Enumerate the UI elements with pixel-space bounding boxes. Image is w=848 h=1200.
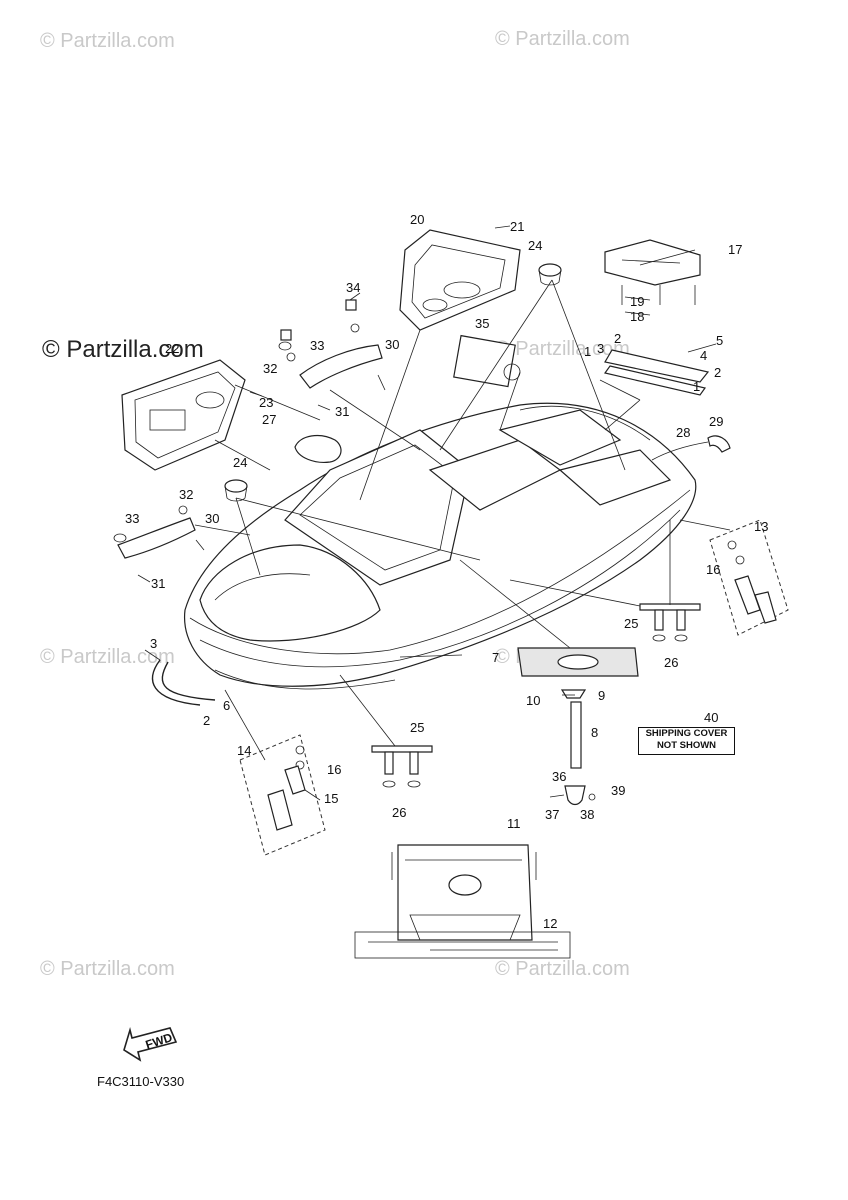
boat-hull	[183, 402, 697, 690]
callout-1: 1	[693, 379, 700, 394]
watermark-large: © Partzilla.com	[42, 336, 204, 363]
callout-5: 5	[716, 333, 723, 348]
callout-26: 26	[392, 805, 406, 820]
watermark: © Partzilla.com	[495, 338, 630, 360]
callout-19: 19	[630, 294, 644, 309]
strap-12	[354, 931, 571, 959]
watermark: © Partzilla.com	[40, 30, 175, 52]
callout-18: 18	[630, 309, 644, 324]
watermark: © Partzilla.com	[495, 28, 630, 50]
callout-3: 3	[150, 636, 157, 651]
callout-39: 39	[611, 783, 625, 798]
callout-15: 15	[324, 791, 338, 806]
fender-25-right	[639, 603, 701, 642]
callout-30: 30	[205, 511, 219, 526]
callout-21: 21	[510, 219, 524, 234]
callout-30: 30	[385, 337, 399, 352]
line-28-29	[651, 435, 731, 461]
storage-box-22	[121, 359, 246, 471]
callout-31: 31	[151, 576, 165, 591]
callout-2: 2	[203, 713, 210, 728]
callout-2: 2	[614, 331, 621, 346]
pole-8	[560, 689, 587, 769]
cable-2-6	[151, 659, 216, 706]
callout-32: 32	[263, 361, 277, 376]
fwd-arrow-icon: FWD	[123, 1026, 178, 1062]
callout-10: 10	[526, 693, 540, 708]
callout-11: 11	[507, 816, 521, 831]
callout-24: 24	[528, 238, 542, 253]
leader-lines	[194, 249, 731, 801]
callout-38: 38	[580, 807, 594, 822]
callout-25: 25	[624, 616, 638, 631]
cup-holder-24-lower	[224, 479, 248, 502]
callout-36: 36	[552, 769, 566, 784]
callout-20: 20	[410, 212, 424, 227]
callout-13: 13	[754, 519, 768, 534]
callout-27: 27	[262, 412, 276, 427]
note-line-2: NOT SHOWN	[656, 740, 717, 751]
callout-23: 23	[259, 395, 273, 410]
fender-25-left	[371, 745, 433, 788]
callout-12: 12	[543, 916, 557, 931]
callout-26: 26	[664, 655, 678, 670]
watermark: © Partzilla.com	[495, 958, 630, 980]
callout-8: 8	[591, 725, 598, 740]
callout-16: 16	[706, 562, 720, 577]
callout-31: 31	[335, 404, 349, 419]
callout-22: 22	[165, 341, 179, 356]
callout-14: 14	[237, 743, 251, 758]
watermark: © Partzilla.com	[40, 646, 175, 668]
callout-35: 35	[475, 316, 489, 331]
shipping-cover-note: SHIPPING COVER NOT SHOWN	[638, 727, 735, 755]
callout-29: 29	[709, 414, 723, 429]
callout-24: 24	[233, 455, 247, 470]
callout-34: 34	[346, 280, 360, 295]
glove-box-20	[399, 229, 521, 331]
watermark: © Partzilla.com	[40, 958, 175, 980]
rail-assembly	[603, 343, 717, 396]
callout-37: 37	[545, 807, 559, 822]
callout-32: 32	[179, 487, 193, 502]
callout-3: 3	[597, 341, 604, 356]
grab-handle-30-upper	[299, 344, 383, 389]
callout-40: 40	[704, 710, 718, 725]
diagram-code: F4C3110-V330	[97, 1074, 185, 1089]
callout-33: 33	[125, 511, 139, 526]
cooler-11	[391, 844, 537, 941]
fasteners	[113, 225, 575, 696]
note-line-1: SHIPPING COVER	[645, 728, 728, 739]
callout-7: 7	[492, 650, 499, 665]
callout-4: 4	[700, 348, 707, 363]
mirror-27	[294, 434, 342, 463]
callout-9: 9	[598, 688, 605, 703]
callout-6: 6	[223, 698, 230, 713]
grab-handle-30-lower	[117, 517, 196, 559]
clip-36	[549, 785, 596, 806]
callout-28: 28	[676, 425, 690, 440]
callout-1: 1	[584, 344, 591, 359]
callout-25: 25	[410, 720, 424, 735]
callout-33: 33	[310, 338, 324, 353]
cup-holder-24-upper	[538, 263, 562, 286]
callout-17: 17	[728, 242, 742, 257]
callout-labels: 1 1 2 2 2 3 3 4 5 6 7 8 9 10 11 12 13 14…	[125, 212, 768, 931]
bracket-17	[604, 239, 701, 305]
callout-2: 2	[714, 365, 721, 380]
callout-16: 16	[327, 762, 341, 777]
hook-set-14	[239, 734, 326, 856]
hook-set-13	[709, 519, 789, 636]
pad-7	[517, 647, 639, 677]
